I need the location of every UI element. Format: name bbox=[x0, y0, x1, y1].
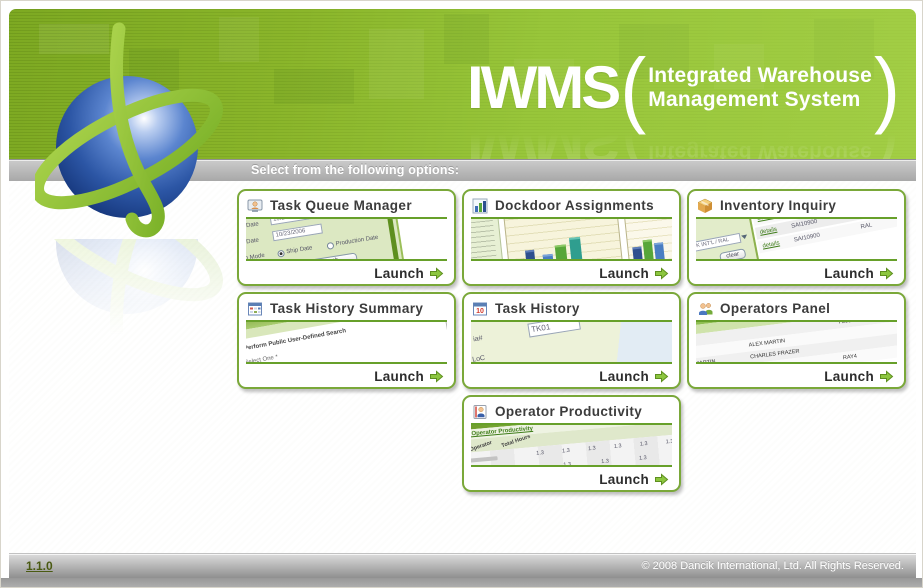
brand-paren-close: ) bbox=[874, 40, 900, 136]
launch-link[interactable]: Launch bbox=[599, 266, 649, 281]
card-title: Task History bbox=[495, 301, 580, 316]
card-title: Task Queue Manager bbox=[270, 198, 412, 213]
card-title: Operator Productivity bbox=[495, 404, 643, 419]
launch-link[interactable]: Launch bbox=[374, 266, 424, 281]
brand-title: IWMS bbox=[466, 54, 621, 121]
launch-arrow-icon[interactable] bbox=[654, 370, 669, 383]
thumb-text: Ship Date bbox=[285, 245, 313, 256]
globe-swoosh-icon bbox=[31, 22, 223, 238]
card-grid: Task Queue Manager t Date 10/23/2006 d D… bbox=[237, 189, 906, 492]
thumb-text: ia# bbox=[472, 334, 483, 344]
mini-bar bbox=[514, 258, 526, 259]
calendar-10-icon: 10 bbox=[473, 302, 487, 315]
launch-row: Launch bbox=[599, 472, 669, 487]
bar-chart-icon bbox=[472, 198, 488, 213]
copyright-text: © 2008 Dancik International, Ltd. All Ri… bbox=[641, 560, 904, 572]
package-icon bbox=[697, 198, 713, 213]
launch-row: Launch bbox=[824, 266, 894, 281]
launch-row: Launch bbox=[374, 369, 444, 384]
launch-link[interactable]: Launch bbox=[824, 369, 874, 384]
thumb-lines bbox=[471, 219, 497, 259]
launch-arrow-icon[interactable] bbox=[654, 267, 669, 280]
launch-row: Launch bbox=[374, 266, 444, 281]
card-inventory-inquiry: Inventory Inquiry K INT'L / RAL clear de… bbox=[687, 189, 906, 286]
thumb-text: Production Date bbox=[335, 234, 379, 248]
person-ledger-icon bbox=[473, 404, 487, 419]
launch-arrow-icon[interactable] bbox=[879, 370, 894, 383]
card-thumbnail: K INT'L / RAL clear details SAI10900 RAL… bbox=[696, 217, 897, 261]
card-thumbnail bbox=[471, 217, 672, 261]
dancik-globe-logo bbox=[31, 21, 225, 239]
thumb-text: ch Mode bbox=[246, 252, 266, 261]
thumb-text: d Date bbox=[246, 237, 260, 247]
launch-link[interactable]: Launch bbox=[824, 266, 874, 281]
brand-subtitle-line1: Integrated Warehouse bbox=[648, 64, 873, 87]
card-thumbnail: FL03 ALEX MARTIN MARTIN CHARLES FRAZER A… bbox=[696, 320, 897, 364]
user-monitor-icon bbox=[247, 199, 263, 212]
radio-selected-icon bbox=[277, 249, 286, 258]
card-thumbnail: Search Selections Perform Public User-De… bbox=[246, 320, 447, 364]
launch-arrow-icon[interactable] bbox=[429, 370, 444, 383]
mini-bar bbox=[632, 246, 644, 259]
launch-link[interactable]: Launch bbox=[374, 369, 424, 384]
card-operator-productivity: Operator Productivity > Operator Product… bbox=[462, 395, 681, 492]
brand-subtitle-line2: Management System bbox=[648, 88, 861, 111]
mini-bar bbox=[542, 253, 555, 259]
card-task-history: 10 Task History B10D3 ia# TK01 LoC Launc… bbox=[462, 292, 681, 389]
thumb-text: t Date bbox=[246, 221, 260, 230]
thumb-text: LoC bbox=[471, 354, 486, 364]
brand-paren-open: ( bbox=[620, 40, 647, 136]
card-thumbnail: t Date 10/23/2006 d Date 10/23/2006 ch M… bbox=[246, 217, 447, 261]
thumb-input: TK01 bbox=[527, 322, 581, 338]
options-banner-text: Select from the following options: bbox=[251, 163, 460, 177]
launch-row: Launch bbox=[599, 369, 669, 384]
radio-icon bbox=[326, 241, 335, 250]
brand-reflection: IWMS ( Integrated Warehouse Management S… bbox=[466, 119, 900, 159]
footer-bar: 1.1.0 © 2008 Dancik International, Ltd. … bbox=[9, 553, 916, 578]
people-icon bbox=[699, 302, 713, 315]
footer-bottom-strip bbox=[1, 578, 922, 587]
launch-arrow-icon[interactable] bbox=[879, 267, 894, 280]
thumb-input: 10/23/2006 bbox=[271, 223, 323, 242]
options-banner: Select from the following options: bbox=[9, 159, 916, 181]
card-thumbnail: B10D3 ia# TK01 LoC bbox=[471, 320, 672, 364]
svg-text:10: 10 bbox=[476, 308, 484, 315]
launch-link[interactable]: Launch bbox=[599, 369, 649, 384]
version-link[interactable]: 1.1.0 bbox=[26, 559, 53, 573]
mini-bar bbox=[554, 244, 569, 259]
mini-chart-panel bbox=[502, 219, 624, 259]
launch-row: Launch bbox=[824, 369, 894, 384]
launch-row: Launch bbox=[599, 266, 669, 281]
mini-bar bbox=[568, 236, 584, 259]
brand-subtitle: Integrated Warehouse Management System bbox=[648, 64, 872, 112]
card-title-row: Inventory Inquiry bbox=[689, 191, 904, 217]
mini-chart-panel bbox=[622, 219, 672, 259]
launch-arrow-icon[interactable] bbox=[654, 473, 669, 486]
launch-arrow-icon[interactable] bbox=[429, 267, 444, 280]
card-operators-panel: Operators Panel FL03 ALEX MARTIN MARTI bbox=[687, 292, 906, 389]
card-title-row: Task History Summary bbox=[239, 294, 454, 320]
card-title-row: Operator Productivity bbox=[464, 397, 679, 423]
card-title-row: Operators Panel bbox=[689, 294, 904, 320]
card-title: Operators Panel bbox=[720, 301, 831, 316]
card-task-history-summary: Task History Summary Search Selections P… bbox=[237, 292, 456, 389]
card-title: Task History Summary bbox=[270, 301, 424, 316]
card-title-row: Dockdoor Assignments bbox=[464, 191, 679, 217]
mini-bar bbox=[642, 239, 655, 259]
card-title-row: 10 Task History bbox=[464, 294, 679, 320]
card-dockdoor-assignments: Dockdoor Assignments bbox=[462, 189, 681, 286]
card-title: Inventory Inquiry bbox=[720, 198, 837, 213]
card-thumbnail: > Operator Productivity Operator Total H… bbox=[471, 423, 672, 467]
card-task-queue-manager: Task Queue Manager t Date 10/23/2006 d D… bbox=[237, 189, 456, 286]
mini-bar bbox=[653, 242, 666, 259]
brand-block: IWMS ( Integrated Warehouse Management S… bbox=[466, 40, 902, 159]
brand-row: IWMS ( Integrated Warehouse Management S… bbox=[466, 40, 902, 136]
card-title-row: Task Queue Manager bbox=[239, 191, 454, 217]
calendar-grid-icon bbox=[248, 302, 262, 315]
mini-bar bbox=[525, 249, 537, 259]
launch-link[interactable]: Launch bbox=[599, 472, 649, 487]
card-title: Dockdoor Assignments bbox=[495, 198, 655, 213]
header-banner: IWMS ( Integrated Warehouse Management S… bbox=[9, 9, 916, 159]
